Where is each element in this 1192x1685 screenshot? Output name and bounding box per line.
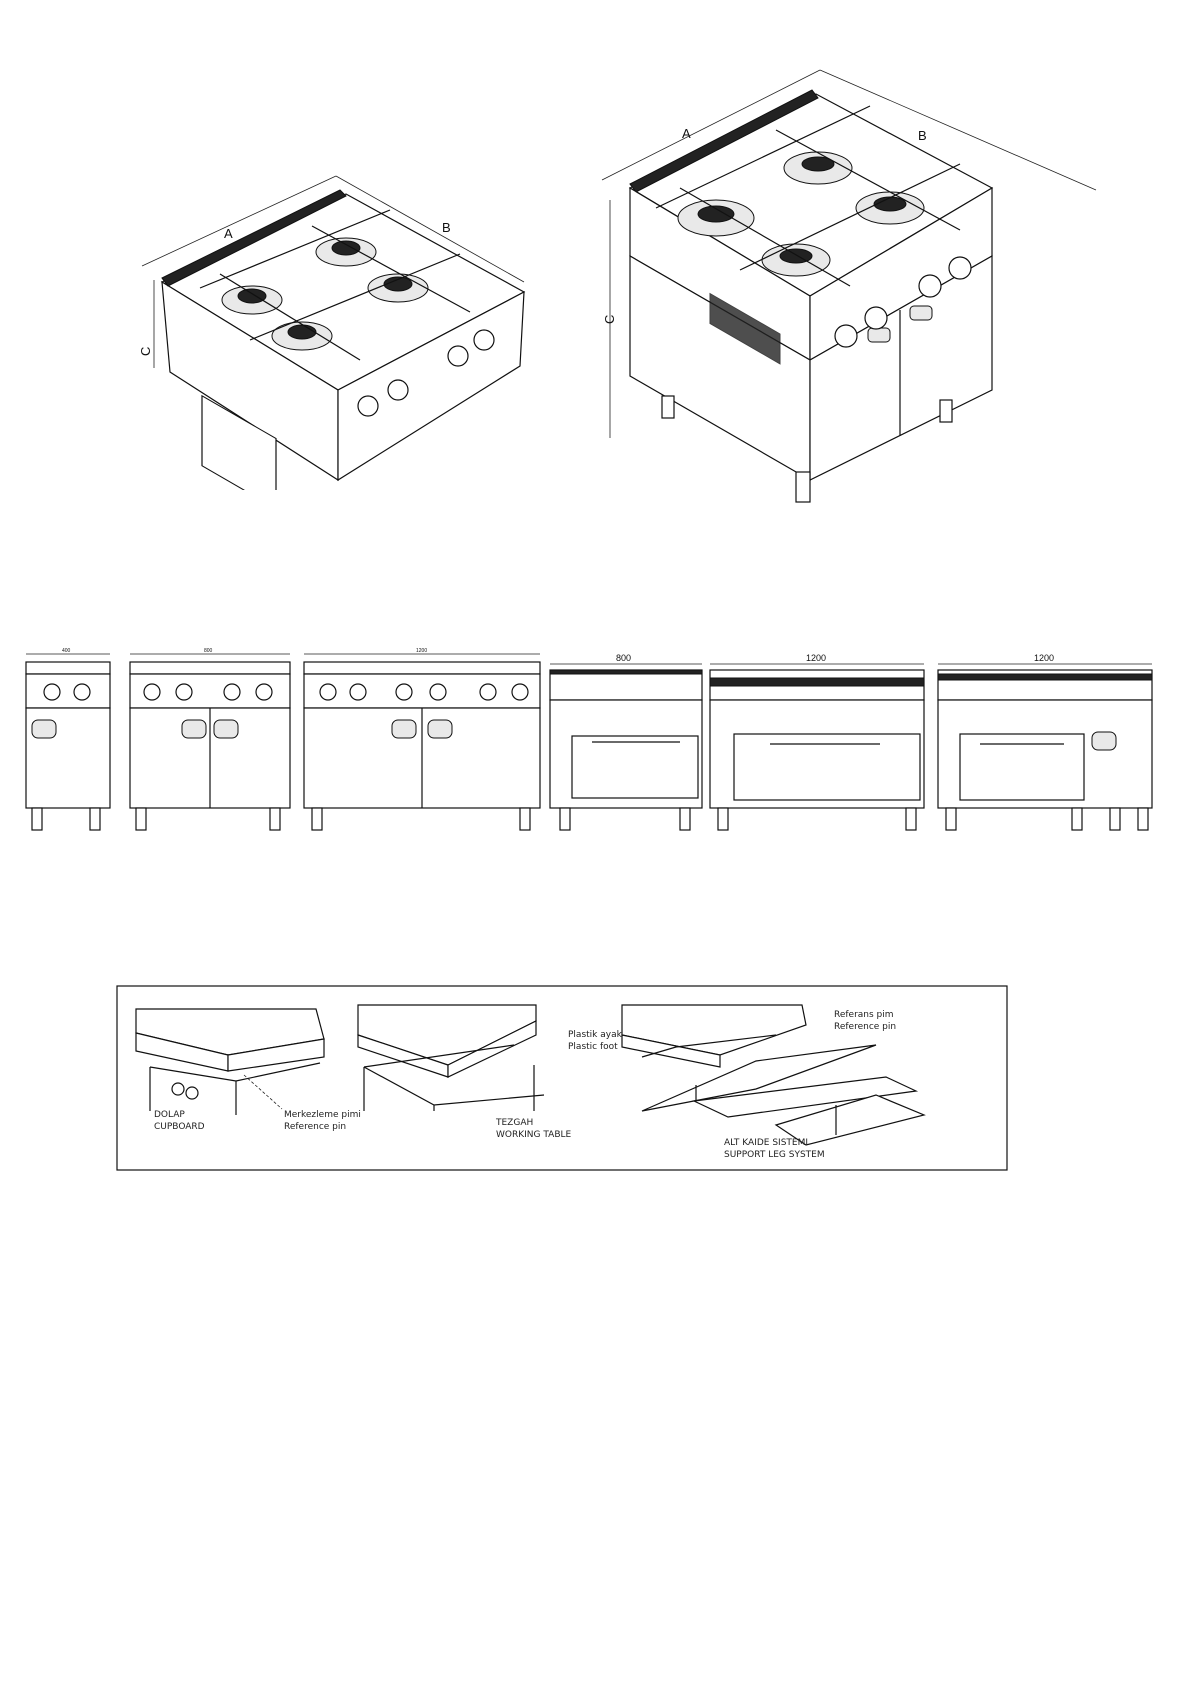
reference-pin-label-tr: Referans pim	[834, 1010, 894, 1020]
front-view-unit-2: 800	[130, 648, 290, 830]
front-view-unit-1: 400	[26, 648, 110, 830]
dim-b-label: B	[918, 128, 927, 143]
cupboard-install-sketch: DOLAP CUPBOARD Merkezleme pimi Reference…	[136, 1009, 361, 1132]
front-view-unit-5: 1200	[710, 653, 924, 830]
width-label: 800	[204, 648, 213, 654]
dim-c-label: C	[140, 347, 153, 356]
front-elevation-row: 400 800 1200	[20, 648, 1172, 848]
working-table-install-sketch: Plastik ayak Plastic foot TEZGAH WORKING…	[358, 1005, 623, 1140]
width-label: 400	[62, 648, 71, 654]
working-table-label-tr: TEZGAH	[495, 1118, 533, 1128]
plastic-foot-label-tr: Plastik ayak	[568, 1030, 623, 1040]
width-label: 1200	[1034, 653, 1054, 663]
support-leg-label-tr: ALT KAIDE SISTEMI	[724, 1138, 808, 1148]
support-leg-label-en: SUPPORT LEG SYSTEM	[724, 1150, 825, 1160]
range-on-cabinet-drawing: A B C	[600, 60, 1100, 550]
dim-c-label: C	[602, 315, 617, 324]
plastic-foot-label-en: Plastic foot	[568, 1042, 618, 1052]
reference-pin-label-en: Reference pin	[284, 1122, 346, 1132]
cupboard-label-en: CUPBOARD	[154, 1122, 205, 1132]
front-view-unit-3: 1200	[304, 648, 540, 830]
installation-options-panel: DOLAP CUPBOARD Merkezleme pimi Reference…	[116, 985, 1008, 1171]
support-leg-install-sketch: Referans pim Reference pin ALT KAIDE SIS…	[622, 1005, 924, 1160]
front-view-unit-6: 1200	[938, 653, 1152, 830]
cupboard-label-tr: DOLAP	[154, 1110, 185, 1120]
dim-b-label: B	[442, 220, 451, 235]
reference-pin-label-tr: Merkezleme pimi	[284, 1110, 361, 1120]
width-label: 800	[616, 653, 631, 663]
width-label: 1200	[806, 653, 826, 663]
countertop-range-drawing: A B C	[140, 170, 540, 490]
reference-pin-label-en: Reference pin	[834, 1022, 896, 1032]
working-table-label-en: WORKING TABLE	[496, 1130, 572, 1140]
width-label: 1200	[416, 648, 427, 654]
front-view-unit-4: 800	[550, 653, 702, 830]
dim-a-label: A	[682, 126, 691, 141]
dim-a-label: A	[224, 226, 233, 241]
